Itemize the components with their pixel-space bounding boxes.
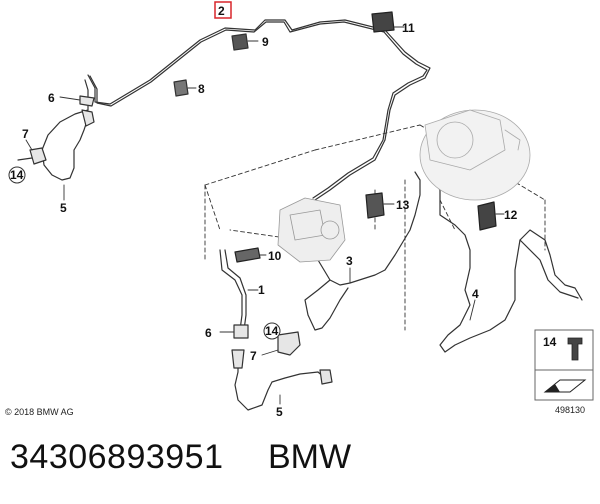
part-13-holder bbox=[365, 192, 385, 219]
callout-4: 4 bbox=[472, 287, 479, 301]
callout-2-box bbox=[214, 1, 232, 19]
part-number: 34306893951 bbox=[10, 438, 224, 476]
callout-12: 12 bbox=[504, 208, 518, 222]
part-11-pad bbox=[371, 11, 395, 33]
part-8-clip bbox=[173, 79, 189, 97]
callout-5-bottom: 5 bbox=[276, 405, 283, 419]
callout-6-top: 6 bbox=[48, 91, 55, 105]
parts-diagram: 2 9 8 11 6 7 5 13 12 10 3 1 4 6 7 5 14 1… bbox=[5, 1, 594, 419]
callout-10: 10 bbox=[268, 249, 282, 263]
callout-2: 2 bbox=[218, 4, 225, 18]
brake-line-3 bbox=[314, 171, 421, 286]
copyright-text: © 2018 BMW AG bbox=[5, 407, 74, 417]
legend-14-label: 14 bbox=[543, 335, 557, 349]
part-10-clip bbox=[234, 247, 261, 263]
part-9-clip bbox=[231, 33, 249, 51]
callout-1: 1 bbox=[258, 283, 265, 297]
brake-line-2 bbox=[87, 19, 431, 201]
brake-booster bbox=[419, 109, 531, 201]
callout-3: 3 bbox=[346, 254, 353, 268]
brake-line-4 bbox=[429, 174, 583, 353]
hose-bottom bbox=[234, 354, 326, 411]
callout-7-bottom: 7 bbox=[250, 349, 257, 363]
callout-8: 8 bbox=[198, 82, 205, 96]
legend-box: 14 bbox=[534, 329, 594, 401]
callout-9: 9 bbox=[262, 35, 269, 49]
part-12-bracket bbox=[477, 201, 497, 231]
hose-top-left bbox=[41, 79, 89, 181]
callout-13: 13 bbox=[396, 198, 410, 212]
callout-14-bottom: 14 bbox=[265, 324, 279, 338]
callout-7-top: 7 bbox=[22, 127, 29, 141]
abs-unit bbox=[277, 197, 346, 263]
brand-name: BMW bbox=[268, 438, 352, 476]
figure-number: 498130 bbox=[555, 405, 585, 415]
callout-6-bottom: 6 bbox=[205, 326, 212, 340]
callout-11: 11 bbox=[402, 21, 415, 35]
brake-line-1 bbox=[219, 249, 243, 331]
callout-5-top: 5 bbox=[60, 201, 67, 215]
bolt-icon bbox=[567, 337, 583, 361]
callout-14-top: 14 bbox=[10, 168, 24, 182]
